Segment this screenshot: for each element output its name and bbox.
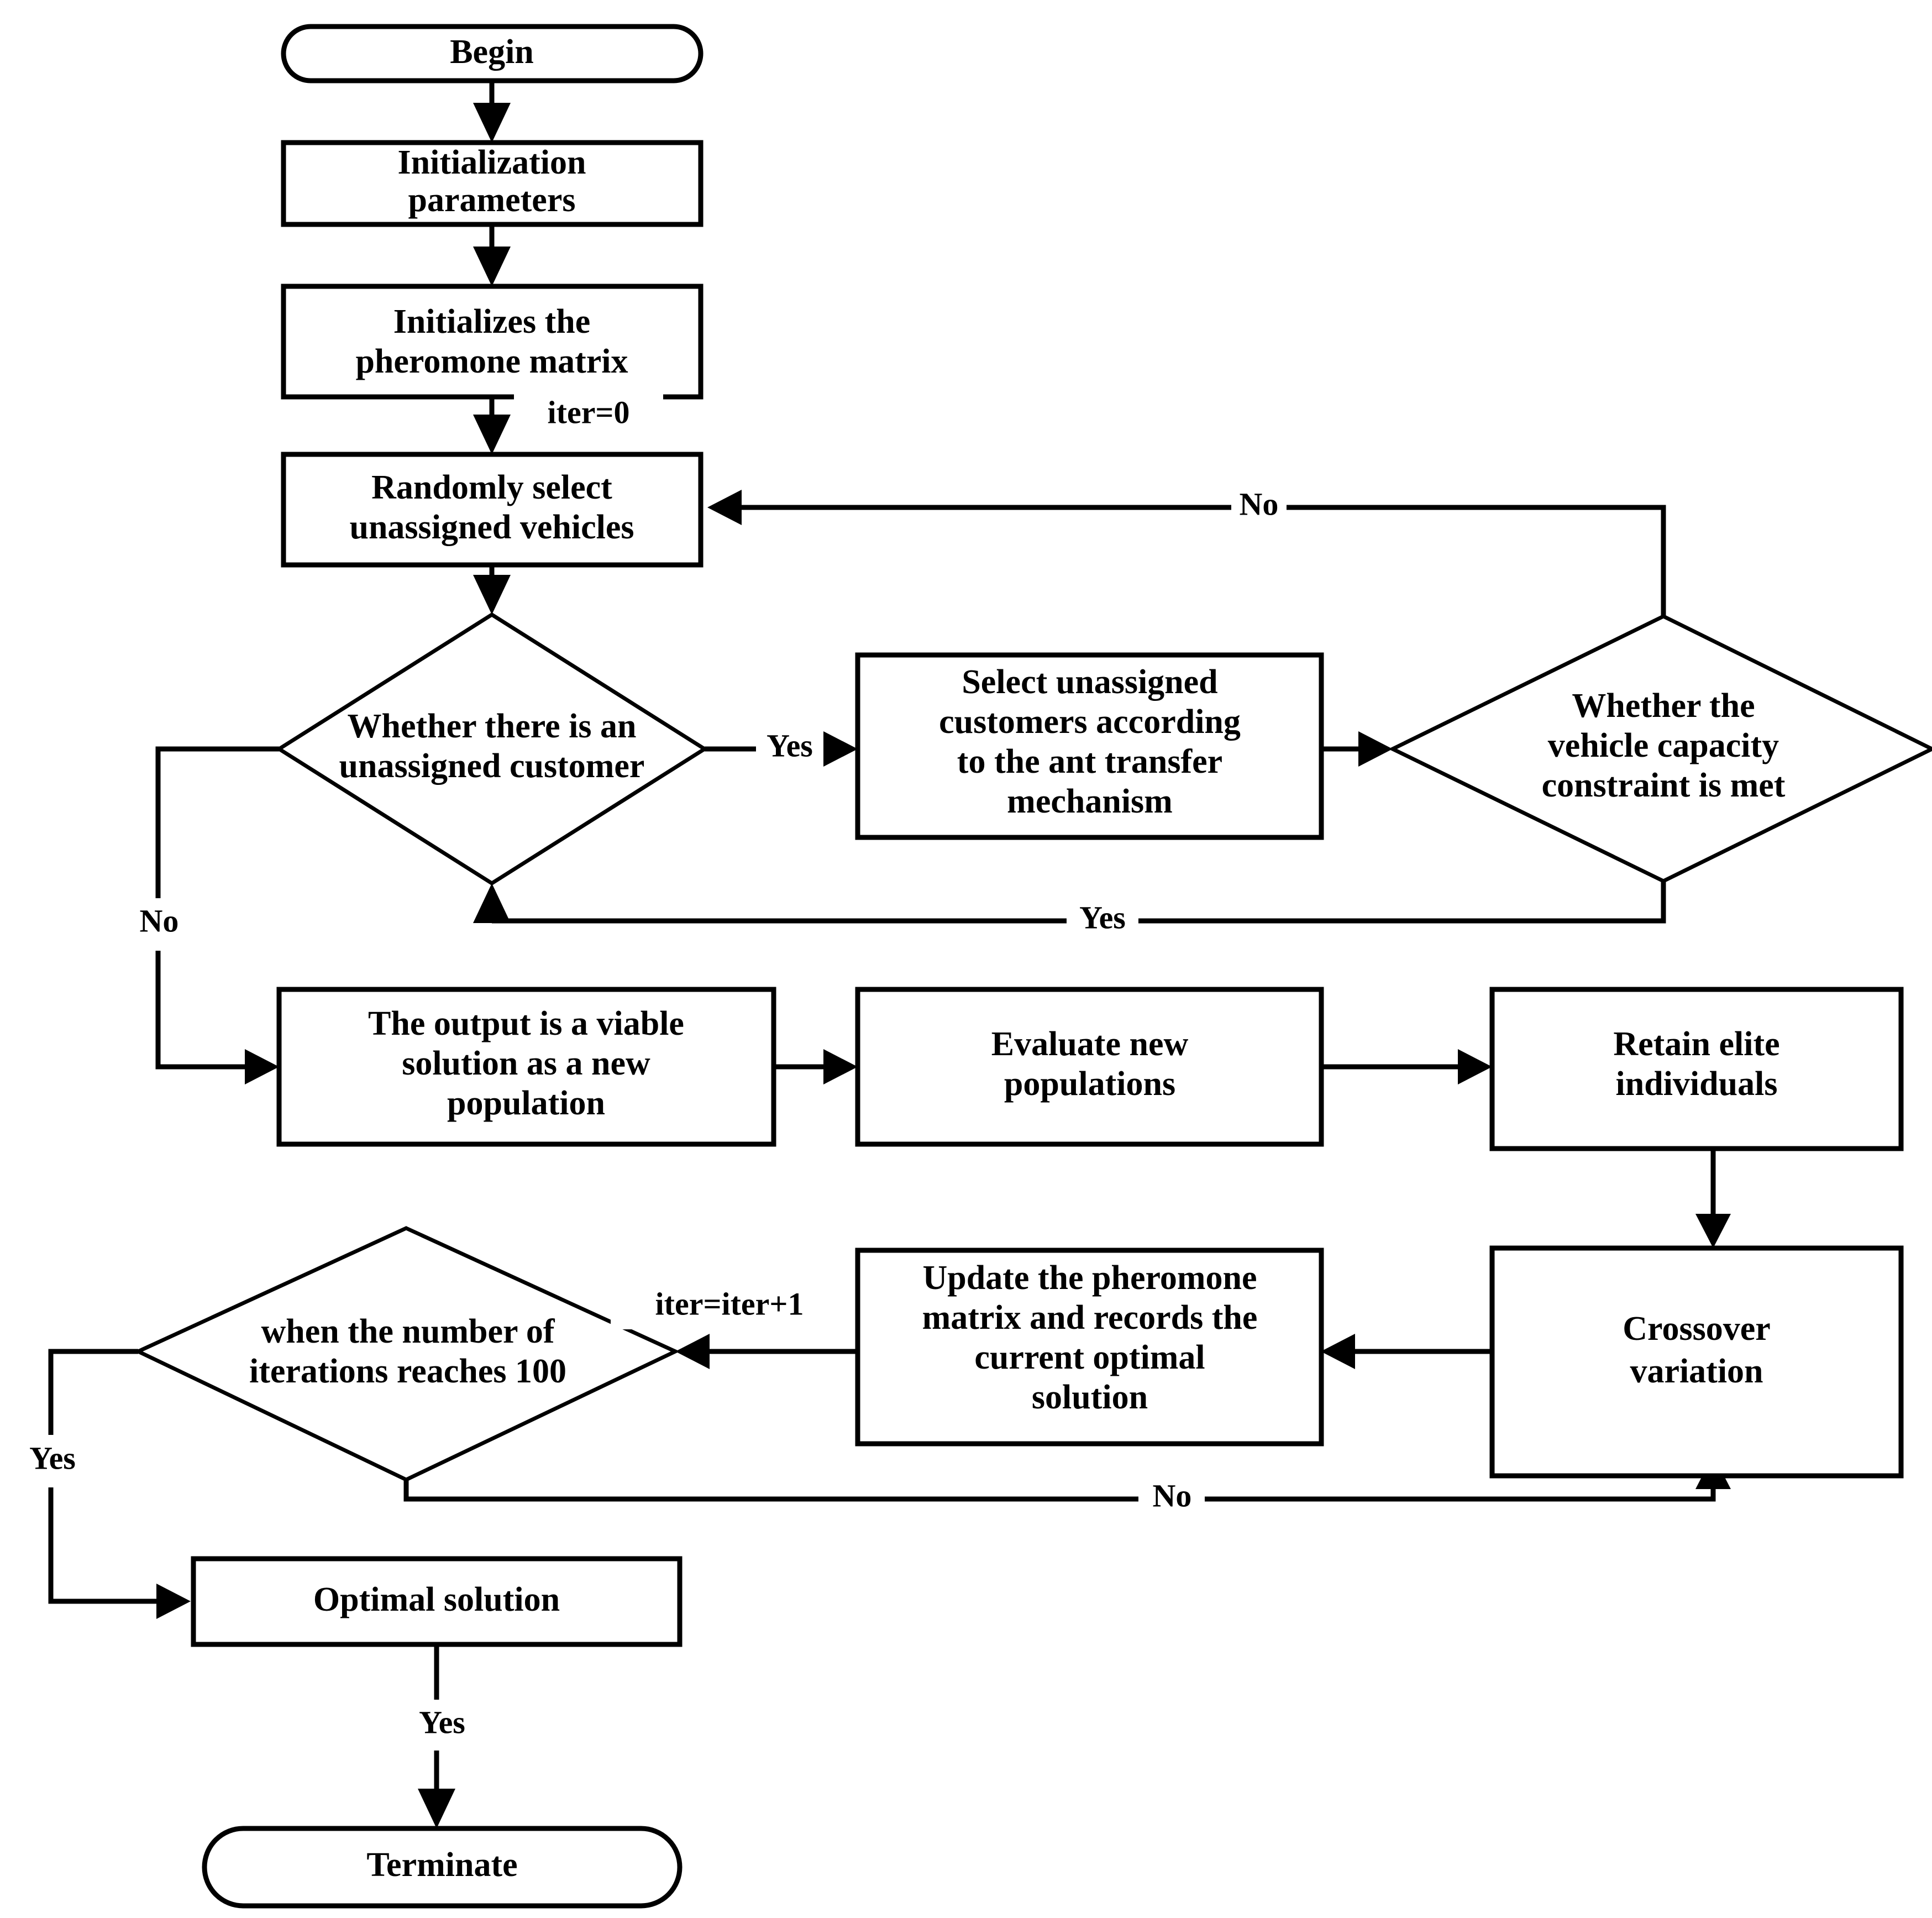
edge-init-params-to-init-pheromone xyxy=(473,224,511,286)
svg-text:Yes: Yes xyxy=(29,1440,76,1476)
node-terminate[interactable]: Terminate xyxy=(202,1826,683,1909)
node-update-pheromone-label-3: current optimal xyxy=(974,1339,1205,1376)
node-crossover-label-1: Crossover xyxy=(1623,1310,1770,1348)
edge-label-customer-yes: Yes xyxy=(756,727,823,771)
node-decide-customer-label-2: unassigned customer xyxy=(339,747,645,785)
node-evaluate-population[interactable]: Evaluate new populations xyxy=(855,987,1324,1147)
node-select-customers-label-2: customers according xyxy=(939,703,1241,741)
edge-evaluate-population-to-retain-elite xyxy=(1321,1049,1492,1084)
node-decide-capacity-label-3: constraint is met xyxy=(1542,767,1786,804)
edge-random-select-to-decide-customer xyxy=(473,565,511,615)
edge-decide-customer-no-to-output-population xyxy=(155,746,279,1084)
node-evaluate-population-label-2: populations xyxy=(1004,1065,1175,1103)
node-begin[interactable]: Begin xyxy=(281,24,704,83)
node-init-pheromone[interactable]: Initializes the pheromone matrix xyxy=(281,284,704,400)
node-output-population-label-1: The output is a viable xyxy=(368,1005,684,1042)
node-decide-iterations[interactable]: when the number of iterations reaches 10… xyxy=(133,1226,680,1482)
node-crossover-label-2: variation xyxy=(1630,1353,1763,1390)
node-random-select-label-2: unassigned vehicles xyxy=(349,509,634,546)
edge-optimal-solution-to-terminate xyxy=(418,1644,455,1828)
node-begin-label: Begin xyxy=(450,33,534,71)
node-retain-elite-label-2: individuals xyxy=(1616,1065,1778,1103)
node-decide-iterations-label-2: iterations reaches 100 xyxy=(249,1353,566,1390)
edge-update-pheromone-to-decide-iterations xyxy=(675,1334,858,1369)
edge-select-customers-to-decide-capacity xyxy=(1321,731,1393,767)
node-update-pheromone-label-1: Update the pheromone xyxy=(922,1259,1257,1297)
node-update-pheromone[interactable]: Update the pheromone matrix and records … xyxy=(855,1248,1324,1447)
node-init-params-label-2: parameters xyxy=(408,181,576,219)
node-decide-capacity-label-2: vehicle capacity xyxy=(1548,727,1779,764)
node-decide-customer-label-1: Whether there is an xyxy=(348,708,637,745)
edge-label-iterations-yes: Yes xyxy=(11,1435,94,1487)
svg-text:Yes: Yes xyxy=(419,1704,465,1740)
node-decide-iterations-label-1: when the number of xyxy=(261,1313,555,1350)
node-optimal-solution-label: Optimal solution xyxy=(313,1581,560,1618)
svg-text:iter=0: iter=0 xyxy=(548,394,630,430)
node-optimal-solution[interactable]: Optimal solution xyxy=(191,1556,683,1647)
node-output-population[interactable]: The output is a viable solution as a new… xyxy=(276,987,776,1147)
node-init-params[interactable]: Initialization parameters xyxy=(281,140,704,227)
node-decide-capacity-label-1: Whether the xyxy=(1572,687,1755,725)
edge-init-pheromone-to-random-select xyxy=(473,397,511,454)
svg-text:Yes: Yes xyxy=(767,727,813,763)
edge-output-population-to-evaluate-population xyxy=(774,1049,858,1084)
node-random-select-label-1: Randomly select xyxy=(371,469,612,506)
node-init-params-label-1: Initialization xyxy=(397,144,586,181)
svg-text:Yes: Yes xyxy=(1079,899,1126,935)
node-update-pheromone-label-2: matrix and records the xyxy=(922,1299,1258,1337)
edge-begin-to-init-params xyxy=(473,81,511,143)
node-decide-capacity[interactable]: Whether the vehicle capacity constraint … xyxy=(1388,614,1932,883)
node-select-customers[interactable]: Select unassigned customers according to… xyxy=(855,652,1324,840)
node-select-customers-label-1: Select unassigned xyxy=(962,663,1217,701)
edge-label-capacity-no: No xyxy=(1231,485,1287,530)
node-crossover[interactable]: Crossover variation xyxy=(1489,1245,1904,1479)
node-update-pheromone-label-4: solution xyxy=(1032,1379,1148,1416)
edge-label-iter-increment: iter=iter+1 xyxy=(611,1285,848,1329)
edge-label-capacity-yes: Yes xyxy=(1067,899,1138,943)
edge-decide-iterations-yes-to-optimal-solution xyxy=(48,1349,191,1619)
svg-text:No: No xyxy=(1153,1477,1192,1513)
node-output-population-label-3: population xyxy=(447,1084,605,1122)
node-retain-elite[interactable]: Retain elite individuals xyxy=(1489,987,1904,1151)
node-decide-customer[interactable]: Whether there is an unassigned customer xyxy=(275,612,708,886)
node-select-customers-label-4: mechanism xyxy=(1007,783,1173,820)
node-random-select[interactable]: Randomly select unassigned vehicles xyxy=(281,452,704,568)
svg-text:No: No xyxy=(1240,486,1279,522)
edge-retain-elite-to-crossover xyxy=(1695,1149,1731,1248)
edge-label-customer-no: No xyxy=(124,898,193,951)
node-retain-elite-label-1: Retain elite xyxy=(1613,1025,1779,1063)
node-terminate-label: Terminate xyxy=(366,1846,517,1884)
node-evaluate-population-label-1: Evaluate new xyxy=(991,1025,1189,1063)
node-select-customers-label-3: to the ant transfer xyxy=(957,743,1222,780)
svg-text:No: No xyxy=(140,903,179,939)
node-init-pheromone-label-1: Initializes the xyxy=(393,303,590,340)
edge-decide-capacity-yes-to-decide-customer xyxy=(473,881,1666,924)
node-output-population-label-2: solution as a new xyxy=(402,1045,650,1082)
edge-label-iter-zero: iter=0 xyxy=(514,394,663,438)
edge-label-optimal-yes: Yes xyxy=(398,1700,486,1751)
edge-crossover-to-update-pheromone xyxy=(1321,1334,1492,1369)
node-init-pheromone-label-2: pheromone matrix xyxy=(355,343,628,380)
edge-label-iterations-no: No xyxy=(1140,1477,1205,1521)
svg-text:iter=iter+1: iter=iter+1 xyxy=(655,1286,804,1322)
